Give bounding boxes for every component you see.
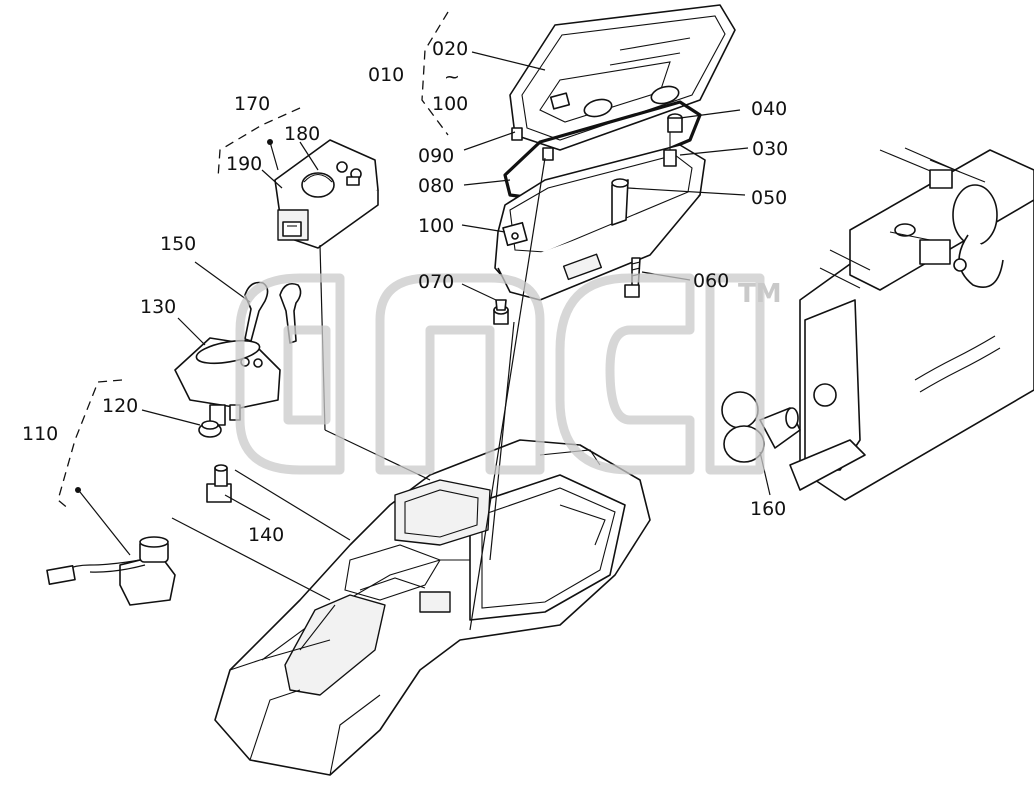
label-110: 110: [22, 423, 58, 445]
group-bracket-170: [217, 107, 301, 179]
label-170: 170: [234, 93, 270, 115]
label-040: 040: [751, 98, 787, 120]
label-050: 050: [751, 187, 787, 209]
label-070: 070: [418, 271, 454, 293]
gasket-080: [503, 100, 702, 202]
leader-dot-110: [75, 487, 81, 493]
frame-bracket-assembly: [789, 147, 1034, 501]
leader-dot-190: [267, 139, 273, 145]
group-bracket-110: [57, 379, 123, 511]
nut-120: [198, 420, 222, 438]
label-160: 160: [750, 498, 786, 520]
leader-lines: [79, 51, 771, 631]
screw-040: [667, 113, 683, 133]
watermark: TM: [235, 273, 782, 475]
label-030: 030: [752, 138, 788, 160]
switch-panel-180: [274, 139, 379, 249]
label-020: 020: [432, 38, 468, 60]
label-080: 080: [418, 175, 454, 197]
label-130: 130: [140, 296, 176, 318]
group-bracket-010: [421, 11, 449, 136]
label-090: 090: [418, 145, 454, 167]
label-tilde: ~: [444, 66, 460, 88]
breaker-switch-110: [46, 536, 176, 606]
watermark-trademark: TM: [738, 279, 782, 309]
part-labels: 010 020 ~ 100 040 030 090 080 050 100 07…: [22, 38, 788, 546]
console-body: [214, 439, 651, 776]
label-150: 150: [160, 233, 196, 255]
screw-030: [663, 132, 677, 167]
label-100-range: 100: [432, 93, 468, 115]
label-190: 190: [226, 153, 262, 175]
label-100: 100: [418, 215, 454, 237]
label-060: 060: [693, 270, 729, 292]
socket-160: [721, 391, 801, 463]
label-120: 120: [102, 395, 138, 417]
key-switch-body-130: [174, 337, 281, 426]
fitting-140: [206, 464, 232, 503]
label-010: 010: [368, 64, 404, 86]
screw-070: [493, 299, 509, 325]
label-180: 180: [284, 123, 320, 145]
upper-panel-020: [509, 4, 736, 161]
label-140: 140: [248, 524, 284, 546]
